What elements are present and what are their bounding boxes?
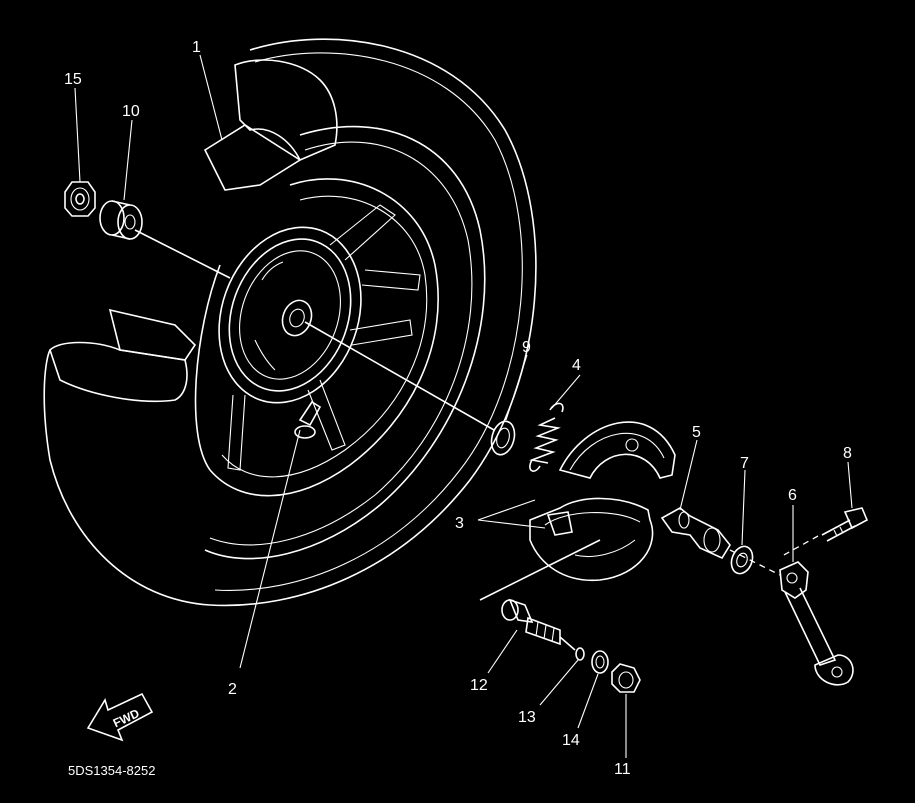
washer-7 — [730, 545, 754, 575]
callout-2: 2 — [228, 681, 237, 698]
callout-6: 6 — [788, 487, 797, 504]
callout-4: 4 — [572, 357, 581, 374]
fwd-label: FWD — [111, 706, 142, 730]
nut-11 — [611, 663, 641, 693]
callout-12: 12 — [470, 677, 488, 694]
axle-nut-15 — [64, 181, 96, 217]
catalog-code: 5DS1354-8252 — [68, 763, 155, 778]
callout-5: 5 — [692, 424, 701, 441]
collar-10 — [99, 200, 143, 240]
callout-15: 15 — [64, 71, 82, 88]
callout-labels: 1 2 3 4 5 6 7 8 9 10 11 12 13 14 15 — [64, 39, 852, 778]
bolt-12 — [501, 598, 561, 646]
brake-shoes-3 — [529, 421, 676, 582]
washer-14 — [591, 650, 609, 674]
callout-1: 1 — [192, 39, 201, 56]
callout-3: 3 — [455, 515, 464, 532]
leader-lines — [74, 54, 853, 758]
bolt-8 — [821, 507, 869, 542]
callout-13: 13 — [518, 709, 536, 726]
callout-8: 8 — [843, 445, 852, 462]
brake-arm-6 — [779, 561, 854, 686]
assembly-lines — [134, 229, 819, 651]
rear-wheel-tire — [43, 38, 537, 607]
callout-11: 11 — [614, 761, 631, 778]
spring-4 — [529, 402, 564, 472]
callout-10: 10 — [122, 103, 140, 120]
o-ring-13 — [575, 647, 585, 661]
forward-direction-arrow: FWD — [86, 692, 154, 742]
callout-14: 14 — [562, 732, 580, 749]
callout-7: 7 — [740, 455, 749, 472]
washer-9 — [490, 420, 516, 456]
callout-9: 9 — [522, 339, 531, 356]
camshaft-5 — [660, 507, 731, 560]
